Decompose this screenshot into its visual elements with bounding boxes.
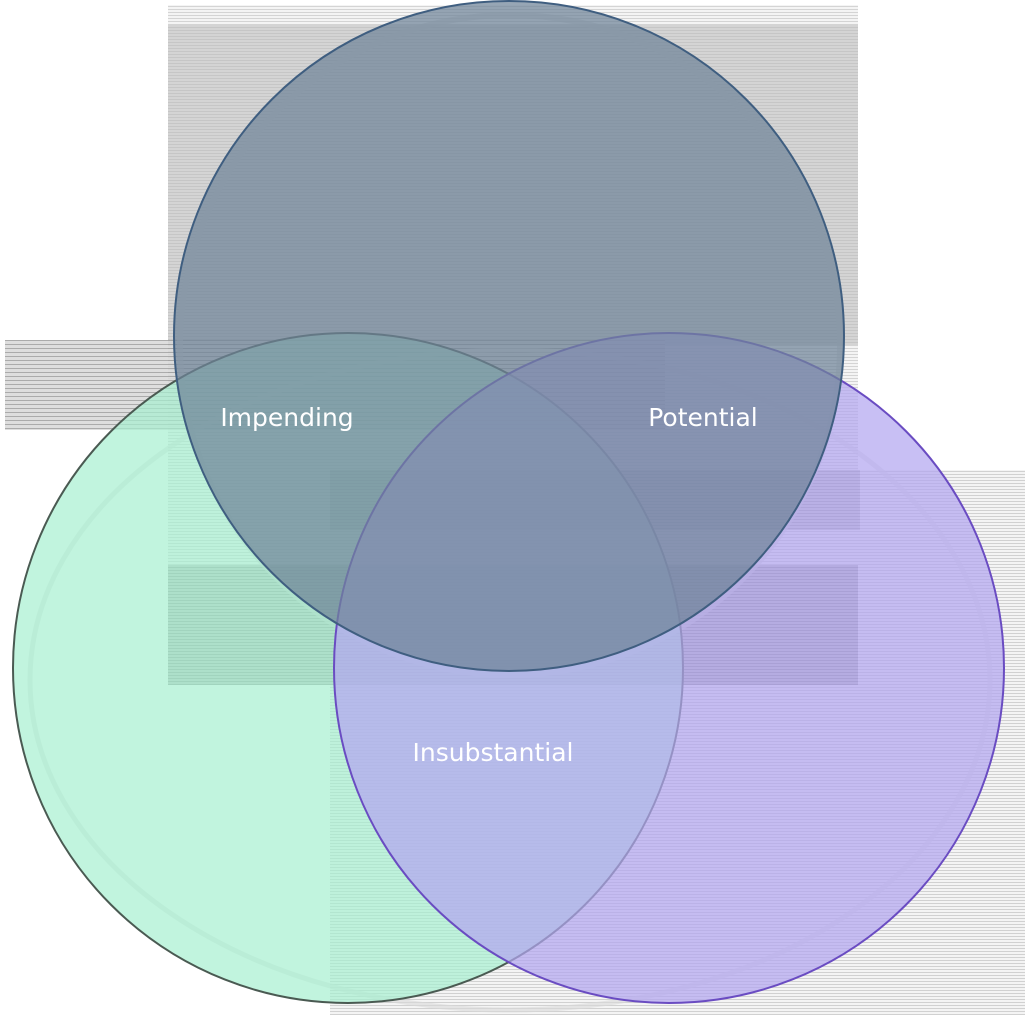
label-insubstantial: Insubstantial — [413, 738, 574, 767]
label-potential: Potential — [648, 403, 758, 432]
label-impending: Impending — [220, 403, 353, 432]
venn-circle-top — [173, 0, 845, 672]
